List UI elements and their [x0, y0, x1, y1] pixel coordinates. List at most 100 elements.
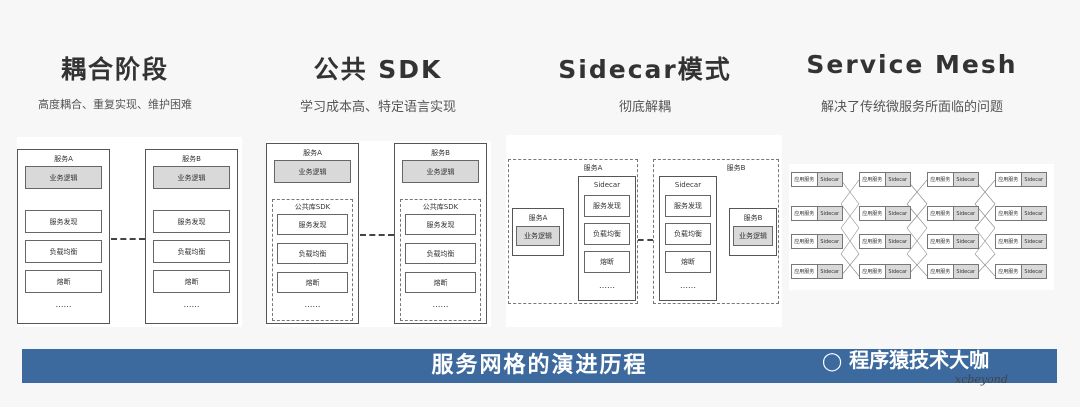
service-a-box: 服务A 业务逻辑 服务发现 负载均衡 熔断 …… [17, 149, 110, 324]
sidecar-label: Sidecar [884, 173, 910, 186]
sidecar-label: Sidecar [816, 265, 842, 278]
sidecar-label: Sidecar [816, 173, 842, 186]
app-service-label: 应用服务 [930, 269, 951, 275]
service-b-pod: 服务B Sidecar 服务发现 负载均衡 熔断 …… 服务B 业务逻辑 [653, 159, 779, 304]
circuit-breaker: 熔断 [25, 270, 102, 293]
circuit-breaker: 熔断 [405, 272, 476, 293]
app-service-label: 应用服务 [794, 211, 815, 217]
app-service-label: 应用服务 [930, 211, 951, 217]
app-service-label: 应用服务 [930, 177, 951, 183]
more-dots: …… [55, 300, 72, 309]
more-dots: …… [680, 281, 696, 290]
app-service-label: 应用服务 [862, 269, 883, 275]
app-service-label: 应用服务 [998, 211, 1019, 217]
app-service-label: 应用服务 [794, 239, 815, 245]
diagram-sdk: 服务A 业务逻辑 公共库SDK 服务发现 负载均衡 熔断 …… 服务B 业务逻辑… [266, 141, 491, 327]
sdk-label: 公共库SDK [422, 203, 459, 211]
service-a-app: 服务A 业务逻辑 [512, 208, 564, 256]
sidecar-label: Sidecar [952, 235, 978, 248]
stage-title: Service Mesh [806, 50, 1018, 79]
service-a-label: 服务A [303, 149, 322, 157]
more-dots: …… [432, 300, 449, 309]
service-b-label: 服务B [431, 149, 450, 157]
service-b-app: 服务B 业务逻辑 [729, 208, 777, 256]
app-label: 服务B [743, 214, 763, 222]
service-discovery: 服务发现 [584, 195, 630, 217]
sidecar-label: Sidecar [1020, 235, 1046, 248]
stage-subtitle: 彻底解耦 [618, 100, 671, 115]
more-dots: …… [183, 300, 200, 309]
service-b-box: 服务B 业务逻辑 服务发现 负载均衡 熔断 …… [145, 149, 238, 324]
stage-subtitle: 解决了传统微服务所面临的问题 [820, 100, 1003, 115]
service-a-box: 服务A 业务逻辑 公共库SDK 服务发现 负载均衡 熔断 …… [266, 143, 359, 324]
wechat-icon: ◯ [822, 351, 843, 372]
business-logic: 业务逻辑 [153, 166, 230, 189]
load-balancing: 负载均衡 [584, 223, 630, 245]
stage-title: 耦合阶段 [60, 55, 169, 84]
circuit-breaker: 熔断 [277, 272, 348, 293]
app-service-label: 应用服务 [794, 269, 815, 275]
load-balancing: 负载均衡 [277, 243, 348, 264]
stage-title: 公共 SDK [313, 55, 443, 84]
sidecar-label: Sidecar [1020, 207, 1046, 220]
service-discovery: 服务发现 [25, 210, 102, 233]
circuit-breaker: 熔断 [584, 251, 630, 273]
banner-title: 服务网格的演进历程 [431, 353, 648, 378]
service-discovery: 服务发现 [277, 214, 348, 235]
service-b-label: 服务B [726, 164, 746, 172]
service-discovery: 服务发现 [153, 210, 230, 233]
service-a-pod: 服务A 服务A 业务逻辑 Sidecar 服务发现 负载均衡 熔断 …… [508, 159, 638, 304]
watermark-text: 程序猿技术大咖 [849, 348, 990, 372]
sidecar-label: Sidecar [884, 207, 910, 220]
circuit-breaker: 熔断 [153, 270, 230, 293]
sidecar-label: Sidecar [816, 235, 842, 248]
business-logic: 业务逻辑 [25, 166, 102, 189]
service-b-box: 服务B 业务逻辑 公共库SDK 服务发现 负载均衡 熔断 …… [394, 143, 487, 324]
app-service-label: 应用服务 [998, 269, 1019, 275]
sdk-label: 公共库SDK [294, 203, 331, 211]
app-service-label: 应用服务 [862, 239, 883, 245]
business-logic: 业务逻辑 [733, 226, 773, 246]
sidecar-b: Sidecar 服务发现 负载均衡 熔断 …… [659, 176, 717, 301]
app-service-label: 应用服务 [862, 177, 883, 183]
sidecar-label: Sidecar [1020, 173, 1046, 186]
load-balancing: 负载均衡 [405, 243, 476, 264]
business-logic: 业务逻辑 [274, 160, 351, 183]
sdk-container: 公共库SDK 服务发现 负载均衡 熔断 …… [272, 199, 353, 321]
sidecar-label: Sidecar [674, 181, 702, 189]
sdk-container: 公共库SDK 服务发现 负载均衡 熔断 …… [400, 199, 481, 321]
diagram-coupled: 服务A 业务逻辑 服务发现 负载均衡 熔断 …… 服务B 业务逻辑 服务发现 负… [17, 137, 242, 327]
title-banner: 服务网格的演进历程 [22, 349, 1057, 383]
connection-line [360, 234, 394, 236]
load-balancing: 负载均衡 [25, 240, 102, 263]
more-dots: …… [304, 300, 321, 309]
load-balancing: 负载均衡 [665, 223, 711, 245]
app-service-label: 应用服务 [998, 239, 1019, 245]
sidecar-label: Sidecar [884, 235, 910, 248]
sidecar-a: Sidecar 服务发现 负载均衡 熔断 …… [578, 176, 636, 301]
stage-subtitle: 学习成本高、特定语言实现 [299, 100, 456, 115]
stage-subtitle: 高度耦合、重复实现、维护困难 [38, 98, 192, 111]
diagram-sidecar: 服务A 服务A 业务逻辑 Sidecar 服务发现 负载均衡 熔断 …… 服务B… [506, 135, 782, 327]
sidecar-label: Sidecar [952, 265, 978, 278]
service-discovery: 服务发现 [405, 214, 476, 235]
service-a-label: 服务A [54, 155, 73, 163]
app-service-label: 应用服务 [998, 177, 1019, 183]
service-a-label: 服务A [583, 164, 603, 172]
load-balancing: 负载均衡 [153, 240, 230, 263]
watermark-name: ◯ 程序猿技术大咖 [822, 344, 989, 373]
